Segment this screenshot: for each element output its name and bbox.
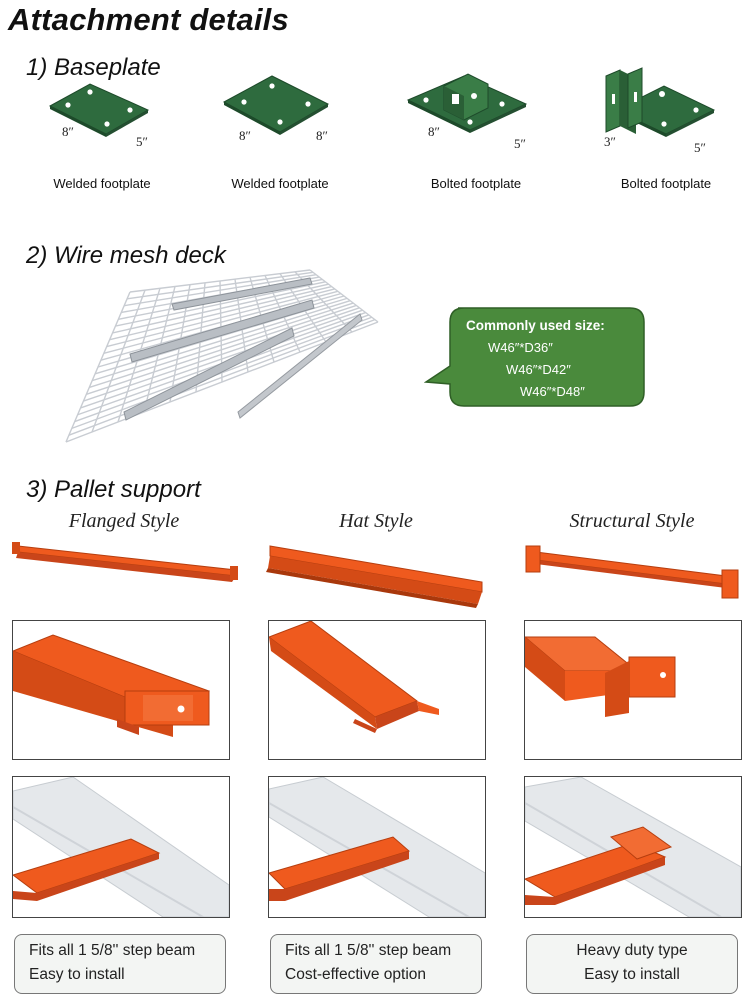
callout-size-2: W46″*D42″: [506, 362, 571, 377]
baseplate-2-dim-a: 8″: [239, 128, 251, 143]
hat-note-box: Fits all 1 5/8'' step beam Cost-effectiv…: [270, 934, 482, 994]
structural-detail-closeup-frame: [524, 620, 742, 760]
flanged-support-overview-image: [12, 542, 238, 582]
callout-size-3: W46″*D48″: [520, 384, 585, 399]
structural-detail-closeup-image: [525, 636, 676, 717]
baseplate-1-label: Welded footplate: [53, 176, 151, 191]
flanged-installed-frame: [12, 776, 230, 918]
flanged-note-box: Fits all 1 5/8'' step beam Easy to insta…: [14, 934, 226, 994]
callout-title: Commonly used size:: [466, 318, 605, 333]
baseplate-2-dim-b: 8″: [316, 128, 328, 143]
structural-note-line-2: Easy to install: [584, 966, 680, 983]
hat-installed-frame: [268, 776, 486, 918]
hat-installed-image: [269, 777, 485, 917]
size-callout-bubble: [424, 307, 645, 407]
baseplate-1-dim-b: 5″: [136, 134, 148, 149]
flanged-note-line-1: Fits all 1 5/8'' step beam: [29, 942, 196, 959]
baseplate-bolted-8x5-image: [406, 73, 528, 133]
flanged-note-line-2: Easy to install: [29, 966, 125, 983]
baseplate-2-label: Welded footplate: [231, 176, 329, 191]
style-title-hat: Hat Style: [339, 510, 413, 532]
flanged-detail-closeup-frame: [12, 620, 230, 760]
structural-note-box: Heavy duty type Easy to install: [526, 934, 738, 994]
baseplate-4-label: Bolted footplate: [620, 176, 712, 191]
structural-installed-frame: [524, 776, 742, 918]
hat-note-line-2: Cost-effective option: [285, 966, 427, 983]
section-pallet-support-heading: 3) Pallet support: [26, 476, 201, 503]
hat-detail-closeup-image: [269, 621, 439, 733]
callout-size-1: W46″*D36″: [488, 340, 553, 355]
mesh-wire: [309, 269, 379, 323]
section-baseplate-heading: 1) Baseplate: [26, 54, 161, 81]
baseplate-welded-8x5-image: [48, 83, 150, 137]
hat-support-overview-image: [266, 545, 483, 608]
mesh-wire: [91, 289, 146, 433]
baseplate-3-dim-a: 8″: [428, 124, 440, 139]
structural-installed-image: [525, 777, 741, 917]
page-title: Attachment details: [8, 2, 289, 37]
flanged-installed-image: [13, 777, 229, 917]
section-wire-mesh-heading: 2) Wire mesh deck: [26, 242, 226, 269]
baseplate-3-dim-b: 5″: [514, 136, 526, 151]
baseplate-4-dim-b: 5″: [694, 140, 706, 155]
baseplate-bolted-3x5-image: [605, 67, 716, 137]
baseplate-1-dim-a: 8″: [62, 124, 74, 139]
style-title-flanged: Flanged Style: [68, 510, 180, 532]
baseplate-3-label: Bolted footplate: [430, 176, 522, 191]
baseplate-welded-8x8-image: [222, 75, 330, 135]
flanged-detail-closeup-image: [13, 634, 211, 737]
wire-mesh-deck-image: [65, 269, 379, 443]
style-title-structural: Structural Style: [569, 510, 695, 532]
mesh-wire: [65, 291, 131, 443]
hat-detail-closeup-frame: [268, 620, 486, 760]
hat-note-line-1: Fits all 1 5/8'' step beam: [285, 942, 452, 959]
baseplate-4-dim-a: 3″: [604, 134, 616, 149]
structural-support-overview-image: [525, 545, 739, 599]
structural-note-line-1: Heavy duty type: [576, 942, 688, 959]
